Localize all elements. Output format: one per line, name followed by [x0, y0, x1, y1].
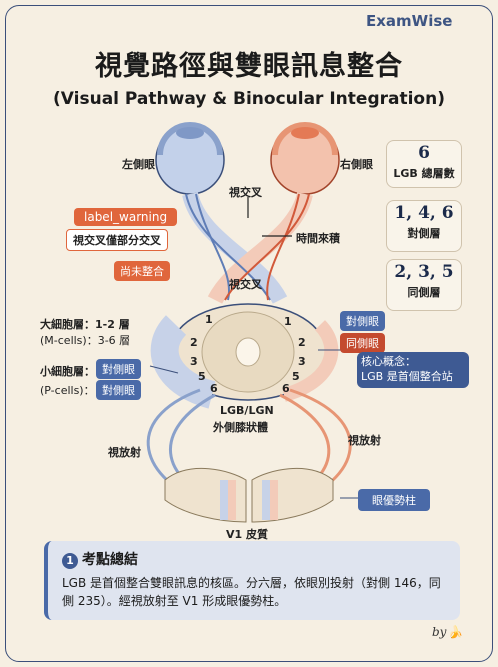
layer-right-1: 1: [284, 315, 292, 328]
layer-left-3: 3: [190, 355, 198, 368]
magno-line2: (M-cells)：3-6 層: [40, 334, 131, 347]
card-total-layers: 6 LGB 總層數: [386, 140, 462, 188]
card-contra-caption: 對側層: [407, 227, 441, 240]
layer-left-1: 1: [205, 313, 213, 326]
left-tag-contra-1: 對側眼: [96, 359, 141, 379]
radiation-label-left: 視放射: [108, 446, 141, 459]
lgb-label-zh: 外側膝狀體: [213, 421, 268, 434]
not-integrated-tag: 尚未整合: [114, 261, 170, 281]
parvo-line2: (P-cells)：: [40, 384, 95, 397]
card-ipsi-caption: 同側層: [407, 286, 441, 299]
left-eye: [155, 122, 225, 195]
layer-left-6: 6: [210, 382, 218, 395]
summary-number: 1: [62, 553, 78, 569]
left-eye-label: 左側眼: [122, 158, 155, 171]
card-total-num: 6: [418, 143, 430, 163]
brand-logo: ExamWise: [366, 12, 453, 30]
radiation-label-right: 視放射: [348, 434, 381, 447]
card-ipsilateral: 2, 3, 5 同側層: [386, 259, 462, 311]
summary-text: LGB 是首個整合雙眼訊息的核區。分六層，依眼別投射（對側 146，同側 235…: [62, 576, 441, 608]
lgb-body: [150, 303, 339, 409]
page-title: 視覺路徑與雙眼訊息整合: [95, 51, 403, 82]
right-eye-label: 右側眼: [340, 158, 373, 171]
card-contra-num: 1, 4, 6: [394, 203, 454, 223]
banana-icon: 🍌: [448, 625, 463, 639]
core-concept-box: 核心概念： LGB 是首個整合站: [357, 352, 469, 388]
layer-right-2: 2: [298, 336, 306, 349]
left-tag-contra-2: 對側眼: [96, 380, 141, 400]
right-eye: [270, 122, 340, 195]
magno-line1: 大細胞層：1-2 層: [40, 318, 130, 331]
v1-label: V1 皮質: [226, 528, 268, 541]
card-contralateral: 1, 4, 6 對側層: [386, 200, 462, 252]
by-label: by: [432, 625, 447, 639]
summary-title-text: 考點總結: [82, 552, 138, 568]
lgb-label: LGB/LGN: [220, 404, 274, 417]
parvo-line1: 小細胞層：: [40, 365, 95, 378]
optic-nerves: [182, 191, 313, 304]
layer-right-6: 6: [282, 382, 290, 395]
connector-left: [149, 365, 179, 374]
warning-tag: label_warning: [74, 208, 178, 226]
page-subtitle: (Visual Pathway & Binocular Integration): [53, 89, 445, 109]
core-line2: LGB 是首個整合站: [361, 370, 453, 383]
summary-box: [44, 541, 460, 620]
border-frame: [5, 5, 493, 662]
v1-cortex: [164, 467, 334, 523]
chiasm-label-top: 視交叉: [229, 186, 262, 199]
warning-text: 視交叉僅部分交叉: [66, 229, 168, 251]
layer-left-5: 5: [198, 370, 206, 383]
right-tag-contra: 對側眼: [340, 311, 385, 331]
layer-right-5: 5: [292, 370, 300, 383]
right-tag-ipsi: 同側眼: [340, 333, 385, 353]
time-label: 時間來積: [296, 232, 340, 245]
layer-right-3: 3: [298, 355, 306, 368]
core-line1: 核心概念：: [361, 355, 416, 368]
ocular-dominance-tag: 眼優勢柱: [358, 489, 430, 511]
card-ipsi-num: 2, 3, 5: [394, 262, 454, 282]
chiasm-label-bottom: 視交叉: [229, 278, 262, 291]
layer-left-2: 2: [190, 336, 198, 349]
card-total-caption: LGB 總層數: [393, 167, 455, 180]
